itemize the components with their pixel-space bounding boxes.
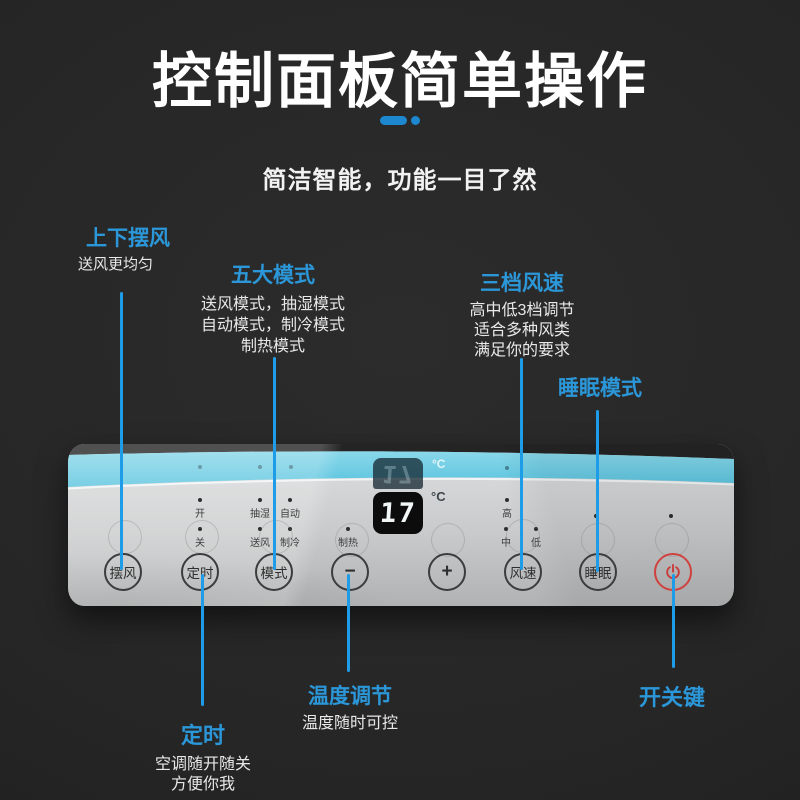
button-ghost <box>431 523 465 557</box>
annotation-fan: 三档风速 高中低3档调节 适合多种风类 满足你的要求 <box>470 270 575 361</box>
annotation-swing-desc: 送风更均匀 <box>78 256 154 274</box>
display-reflection-digits: 17 <box>380 459 416 488</box>
annotation-power-title: 开关键 <box>638 685 706 710</box>
reflection-dot <box>289 465 293 469</box>
annotation-temp: 温度调节 温度随时可控 <box>302 683 398 735</box>
annotation-modes-line: 制热模式 <box>240 338 306 356</box>
temperature-display: 17 <box>373 492 423 534</box>
indicator-dot <box>505 498 509 502</box>
callout-line-swing <box>120 292 123 570</box>
title-divider-icon <box>0 116 800 125</box>
swing-button[interactable]: 摆风 <box>104 553 142 591</box>
annotation-fan-line: 适合多种风类 <box>473 322 570 340</box>
annotation-swing: 上下摆风 送风更均匀 <box>78 225 170 275</box>
timer-button[interactable]: 定时 <box>181 553 219 591</box>
callout-line-temp <box>347 574 350 672</box>
annotation-sleep: 睡眠模式 <box>558 375 642 402</box>
divider-dash <box>380 116 407 125</box>
indicator-auto: 自动 <box>280 498 300 520</box>
temp-up-button[interactable]: + <box>428 553 466 591</box>
callout-line-mode <box>273 357 276 570</box>
page-title: 控制面板简单操作 <box>152 48 648 115</box>
annotation-timer-title: 定时 <box>180 723 226 748</box>
annotation-fan-line: 满足你的要求 <box>473 342 570 360</box>
button-ghost <box>655 523 689 557</box>
annotation-power: 开关键 <box>639 684 705 713</box>
annotation-temp-title: 温度调节 <box>307 685 392 708</box>
reflection-dot <box>198 465 202 469</box>
annotation-timer-line: 空调随开随关 <box>154 755 252 773</box>
indicator-dot-power <box>669 514 673 518</box>
divider-dot <box>411 116 420 125</box>
indicator-dot <box>288 498 292 502</box>
callout-line-sleep <box>596 410 599 572</box>
annotation-fan-line: 高中低3档调节 <box>469 302 575 320</box>
button-ghost <box>108 520 142 554</box>
display-reflection: 17 <box>373 458 423 489</box>
button-ghost <box>335 523 369 557</box>
annotation-sleep-title: 睡眠模式 <box>558 377 642 400</box>
annotation-temp-desc: 温度随时可控 <box>301 715 399 733</box>
annotation-modes-line: 自动模式，制冷模式 <box>200 317 346 335</box>
reflection-dot <box>505 466 509 470</box>
annotation-timer-line: 方便你我 <box>170 775 236 793</box>
indicator-fan-high: 高 <box>502 498 512 520</box>
temperature-unit: °C <box>431 489 446 504</box>
subtitle: 简洁智能，功能一目了然 <box>262 167 538 194</box>
temp-down-button[interactable]: − <box>331 553 369 591</box>
temperature-value: 17 <box>378 497 418 529</box>
button-ghost <box>506 519 540 553</box>
callout-line-timer <box>201 574 204 706</box>
indicator-dot <box>504 527 508 531</box>
callout-line-power <box>672 574 675 668</box>
button-ghost <box>185 520 219 554</box>
control-panel: 17 °C 开 关 抽湿 自动 送风 制冷 <box>68 444 734 606</box>
annotation-fan-title: 三档风速 <box>480 272 564 295</box>
unit-reflection: °C <box>432 457 446 471</box>
annotation-timer: 定时 空调随开随关 方便你我 <box>155 722 251 795</box>
button-ghost <box>259 520 293 554</box>
indicator-fan-mid: 中 <box>501 527 511 549</box>
panel-top-band <box>68 444 734 490</box>
indicator-dot <box>258 498 262 502</box>
indicator-dot <box>198 498 202 502</box>
annotation-modes: 五大模式 送风模式，抽湿模式 自动模式，制冷模式 制热模式 <box>201 262 345 357</box>
fan-speed-button[interactable]: 风速 <box>504 553 542 591</box>
indicator-dehumidify: 抽湿 <box>250 498 270 520</box>
annotation-modes-title: 五大模式 <box>230 264 315 287</box>
callout-line-fan <box>520 358 523 570</box>
annotation-swing-title: 上下摆风 <box>86 227 170 250</box>
reflection-dot <box>258 465 262 469</box>
annotation-modes-line: 送风模式，抽湿模式 <box>200 296 346 314</box>
indicator-on: 开 <box>195 498 205 520</box>
